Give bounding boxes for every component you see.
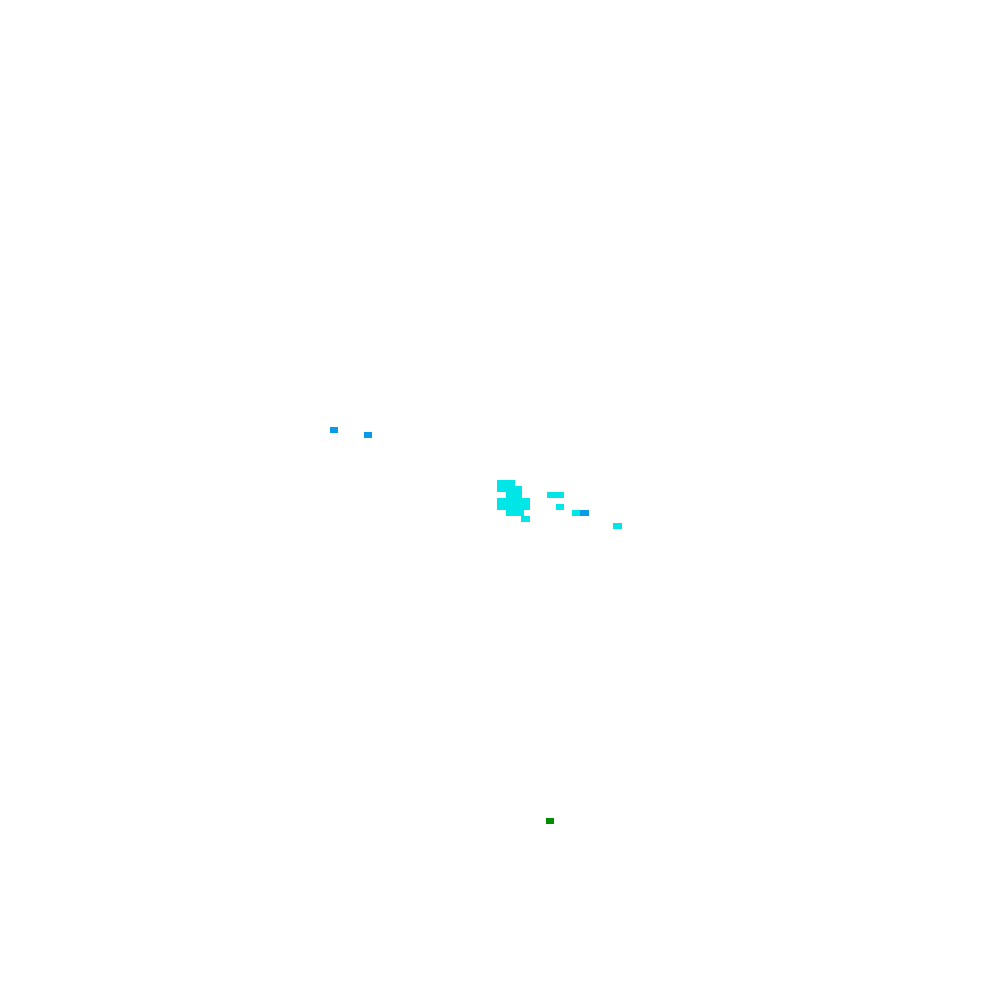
map-cell [547, 492, 556, 498]
map-cell [506, 498, 515, 504]
map-cell [580, 510, 589, 516]
map-cell [524, 504, 530, 510]
map-cell [506, 504, 515, 510]
map-cell [506, 486, 515, 492]
map-cell [515, 498, 524, 504]
map-cell [506, 492, 515, 498]
map-cell [556, 504, 564, 510]
map-cell [515, 504, 524, 510]
map-cell [497, 498, 506, 504]
map-cell [506, 480, 515, 486]
map-cell [497, 480, 506, 486]
map-cell [364, 432, 372, 438]
map-cell [515, 492, 522, 498]
map-cell [506, 510, 515, 516]
map-cell [613, 523, 622, 529]
map-cell [556, 492, 564, 498]
map-cell [497, 486, 506, 492]
map-cell [515, 486, 522, 492]
map-cell [524, 498, 530, 504]
map-cell [330, 427, 338, 433]
map-cell [521, 516, 530, 522]
map-cell [515, 510, 524, 516]
map-cell [546, 818, 554, 824]
map-cell [572, 510, 580, 516]
map-cell [497, 504, 506, 510]
